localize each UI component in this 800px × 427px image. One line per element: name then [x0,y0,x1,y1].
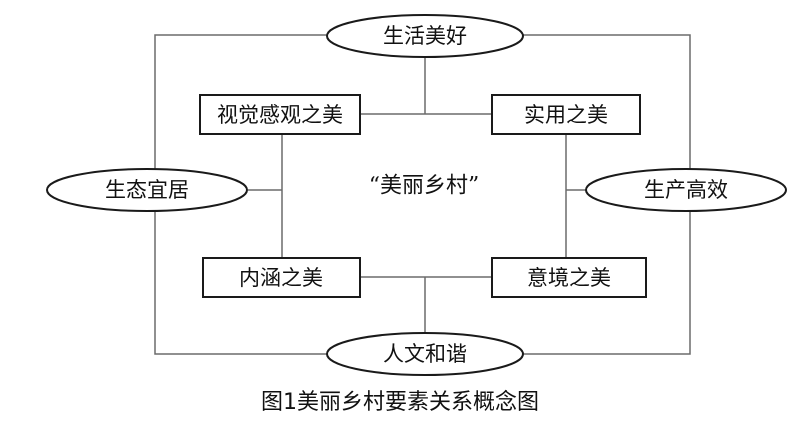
box-connotation-beauty: 内涵之美 [202,257,361,298]
box-artistic-beauty: 意境之美 [491,257,647,298]
ellipse-good-life-label: 生活美好 [383,24,467,48]
ellipse-livable-ecology-label: 生态宜居 [105,178,189,202]
ellipse-cultural-harmony: 人文和谐 [326,332,524,376]
figure-caption: 图1美丽乡村要素关系概念图 [261,390,539,415]
box-visual-beauty-label: 视觉感观之美 [217,103,343,127]
box-visual-beauty: 视觉感观之美 [199,94,361,135]
center-title: “美丽乡村” [369,174,480,199]
box-practical-beauty-label: 实用之美 [524,103,608,127]
ellipse-livable-ecology: 生态宜居 [46,168,248,212]
box-artistic-beauty-label: 意境之美 [527,266,611,290]
ellipse-cultural-harmony-label: 人文和谐 [383,342,467,366]
box-connotation-beauty-label: 内涵之美 [239,266,323,290]
ellipse-good-life: 生活美好 [326,14,524,58]
ellipse-efficient-production-label: 生产高效 [644,178,728,202]
ellipse-efficient-production: 生产高效 [585,168,787,212]
box-practical-beauty: 实用之美 [491,94,641,135]
